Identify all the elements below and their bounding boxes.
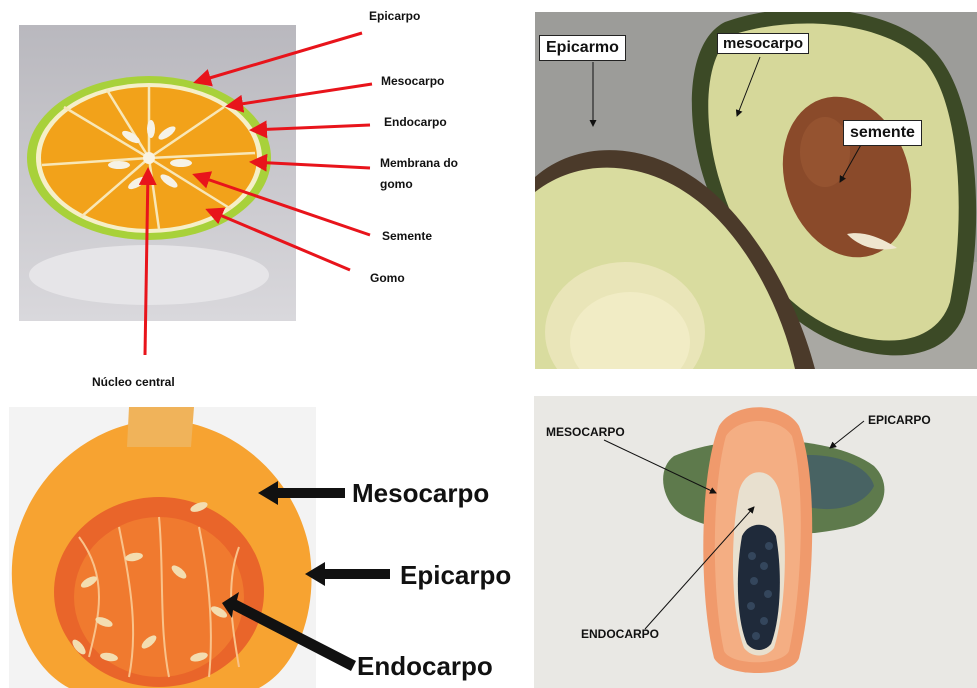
label-semente-avocado: semente <box>843 120 922 146</box>
label-endocarpo-orange: Endocarpo <box>384 115 447 129</box>
papaya-photo <box>534 396 977 688</box>
papaya-seeds <box>738 525 780 650</box>
label-gomo: Gomo <box>370 271 405 285</box>
label-mesocarpo-papaya: MESOCARPO <box>546 425 625 439</box>
label-semente-orange: Semente <box>382 229 432 243</box>
label-membrana-line1: Membrana do <box>380 156 458 170</box>
pumpkin-photo <box>9 407 316 688</box>
label-endocarpo-papaya: ENDOCARPO <box>581 627 659 641</box>
label-mesocarpo-pumpkin: Mesocarpo <box>352 478 489 509</box>
label-mesocarpo-avocado: mesocarpo <box>717 33 809 54</box>
orange-photo <box>19 25 296 321</box>
label-epicarpo-pumpkin: Epicarpo <box>400 560 511 591</box>
label-nucleo-central: Núcleo central <box>92 375 175 389</box>
label-epicarmo: Epicarmo <box>539 35 626 61</box>
label-epicarpo-orange: Epicarpo <box>369 9 420 23</box>
label-membrana-line2: gomo <box>380 177 413 191</box>
label-mesocarpo-orange: Mesocarpo <box>381 74 444 88</box>
avocado-photo <box>535 12 977 369</box>
label-endocarpo-pumpkin: Endocarpo <box>357 651 493 682</box>
label-epicarpo-papaya: EPICARPO <box>868 413 931 427</box>
